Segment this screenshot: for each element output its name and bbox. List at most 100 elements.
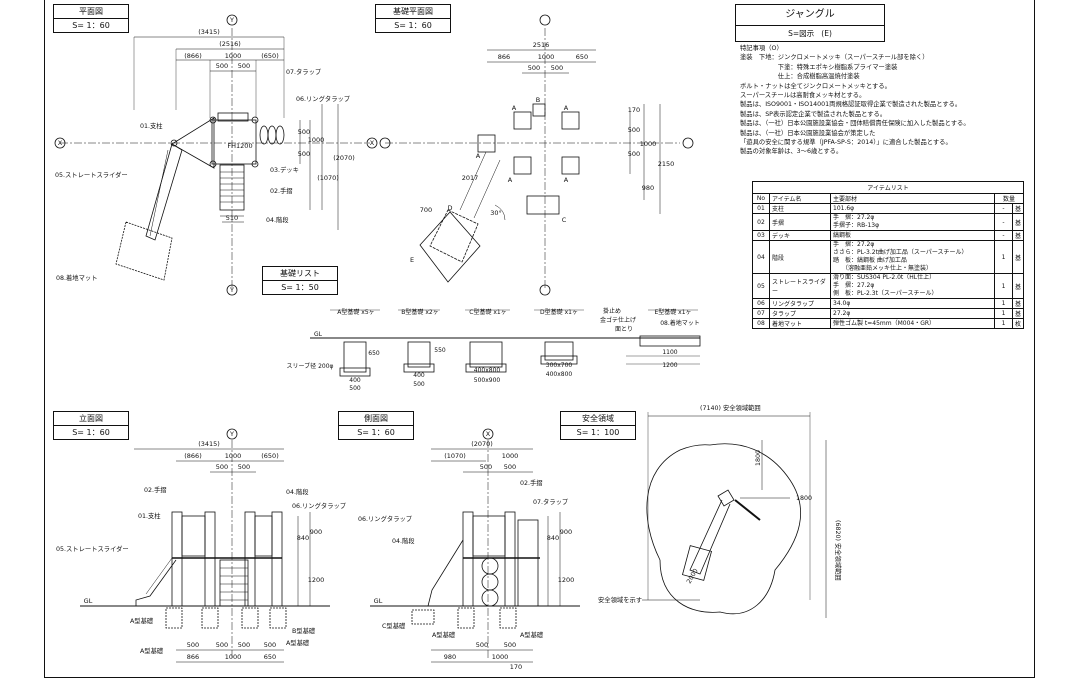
item-material: 手 摺：27.2φ ささら：PL-3.2t曲げ加工品（スーパースチール） 踏 板…: [830, 240, 995, 274]
el-dim-half-b: 500: [238, 463, 250, 471]
plan-view-label: 平面図 S= 1：60: [53, 4, 129, 33]
el-dim-r1: 840: [297, 534, 309, 542]
special-notes: 特記事項（O） 塗装 下地：ジンクロメートメッキ（スーパースチール部を除く） 下…: [740, 44, 1040, 157]
note-line: 下塗：特殊エポキシ樹脂系プライマー塗装: [740, 63, 898, 71]
fl-bed: 面とり: [615, 326, 633, 333]
fl-dim-b-w: 400: [413, 372, 425, 379]
sz-legend: 安全領域を示す: [598, 595, 642, 604]
el-dim-b3: 500: [238, 641, 250, 649]
sv-callout-found-c: C型基礎: [382, 621, 406, 630]
plan-callout-ladder: 07.タラップ: [286, 67, 322, 76]
side-view-linework: [370, 428, 580, 663]
foundation-plan-title: 基礎平面図: [376, 5, 450, 19]
sv-dim-b4: 1000: [492, 653, 509, 661]
item-unit: 枚: [1011, 318, 1025, 329]
sv-dim-half-a: 500: [480, 463, 492, 471]
item-unit: 基: [1011, 240, 1025, 274]
plan-dim-half-a: 500: [216, 62, 228, 70]
fl-dim-c-base: 500x900: [474, 377, 501, 384]
safety-view-scale: S= 1：100: [576, 428, 620, 437]
plan-callout-handrail: 02.手摺: [270, 186, 293, 195]
el-dim-b7: 650: [264, 653, 276, 661]
sv-dim-overall: (2070): [471, 440, 493, 448]
foundation-plan-scale: S= 1：60: [394, 21, 432, 30]
sheet-scale: S=図示 (E): [736, 26, 884, 41]
fp-type-a5: A: [564, 176, 569, 184]
plan-dim-sub: (2516): [219, 40, 241, 48]
sv-dim-r1: 840: [547, 534, 559, 542]
sv-dim-r3: 1200: [558, 576, 575, 584]
fl-dim-b-h: 550: [434, 347, 446, 354]
el-gl: GL: [84, 597, 93, 605]
plan-callout-deck: 03.デッキ: [270, 165, 299, 174]
foundation-list-linework: [310, 309, 701, 377]
plan-callout-stairs: 04.階段: [266, 215, 289, 224]
plan-dim-r4: (1070): [317, 174, 339, 182]
fp-dim-half-a: 500: [528, 64, 540, 72]
plan-view-title: 平面図: [54, 5, 128, 19]
el-callout-found-b: B型基礎: [292, 626, 316, 635]
el-dim-b6: 1000: [225, 653, 242, 661]
el-callout-found-a2: A型基礎: [140, 646, 164, 655]
sv-dim-center: 1000: [502, 452, 519, 460]
item-name: 階段: [769, 240, 831, 274]
plan-dim-overall: (3415): [198, 28, 220, 36]
plan-view-linework: [54, 14, 378, 296]
foundation-list-title: 基礎リスト: [263, 267, 337, 281]
plan-callout-mat: 08.着地マット: [56, 273, 98, 282]
fl-type-c: C型基礎 x1ヶ: [469, 308, 506, 316]
side-view-label: 側面図 S= 1：60: [338, 411, 414, 440]
elevation-view-linework: [80, 428, 330, 663]
sz-range-top: (7140) 安全領域範囲: [700, 403, 761, 412]
note-line: 製品は、ISO9001・ISO14001両規格認証取得企業で製造された製品とする…: [740, 101, 962, 109]
el-dim-right: (650): [261, 452, 278, 460]
plan-axis-x-right: X: [370, 139, 375, 147]
sheet-title: ジャングル: [736, 5, 884, 26]
foundation-list-label: 基礎リスト S= 1：50: [262, 266, 338, 295]
elevation-view-label: 立面図 S= 1：60: [53, 411, 129, 440]
fp-dim-r1: 170: [628, 106, 640, 114]
elevation-view-scale: S= 1：60: [72, 428, 110, 437]
plan-callout-post: 01.支柱: [140, 121, 163, 130]
el-dim-b1: 500: [187, 641, 199, 649]
fl-type-a: A型基礎 x5ヶ: [337, 308, 374, 316]
plan-dim-half-b: 500: [238, 62, 250, 70]
foundation-plan-label: 基礎平面図 S= 1：60: [375, 4, 451, 33]
sz-dim-3: 2000: [686, 568, 700, 585]
sv-dim-b5: 170: [510, 663, 522, 671]
fl-type-e: E型基礎 x1ヶ: [654, 308, 691, 316]
el-dim-overall: (3415): [198, 440, 220, 448]
fp-dim-mat: 700: [420, 206, 432, 214]
fl-type-b: B型基礎 x2ヶ: [401, 308, 438, 316]
sv-callout-handrail: 02.手摺: [520, 478, 543, 487]
el-dim-b5: 866: [187, 653, 199, 661]
note-line: 製品は、（一社）日本公園施設業協会・団体賠償責任保険に加入した製品とする。: [740, 120, 970, 128]
plan-callout-ring-ladder: 06.リングタラップ: [296, 94, 351, 103]
fp-dim-angle: 30°: [490, 209, 502, 217]
el-dim-left: (866): [184, 452, 201, 460]
plan-view-scale: S= 1：60: [72, 21, 110, 30]
fp-dim-overall: 2516: [533, 41, 550, 49]
plan-dim-r3: 1000: [308, 136, 325, 144]
plan-callout-slide: 05.ストレートスライダー: [55, 170, 128, 179]
fp-type-b: B: [536, 96, 540, 104]
plan-dim-left: (866): [184, 52, 201, 60]
fl-dim-d-base: 400x800: [546, 371, 573, 378]
plan-axis-y-top: Y: [229, 16, 234, 24]
note-line: 塗装 下地：ジンクロメートメッキ（スーパースチール部を除く）: [740, 54, 929, 62]
fl-dim-a-h: 650: [368, 350, 380, 357]
side-view-title: 側面図: [339, 412, 413, 426]
plan-axis-y-bottom: Y: [229, 286, 234, 294]
item-material: 滑り面：SUS304 PL-2.0t（HL仕上） 手 摺：27.2φ 側 板：P…: [830, 273, 995, 299]
fl-dim-d-w: 300x700: [546, 362, 573, 369]
sheet-scale-text: S=図示: [788, 29, 815, 38]
note-line: 製品の対象年齢は、3～6歳とする。: [740, 148, 843, 156]
sheet-scale-mark: (E): [821, 29, 832, 38]
fp-type-a4: A: [508, 176, 513, 184]
el-dim-half-a: 500: [216, 463, 228, 471]
note-line: 製品は、SP表示認定企業で製造された製品とする。: [740, 110, 887, 118]
